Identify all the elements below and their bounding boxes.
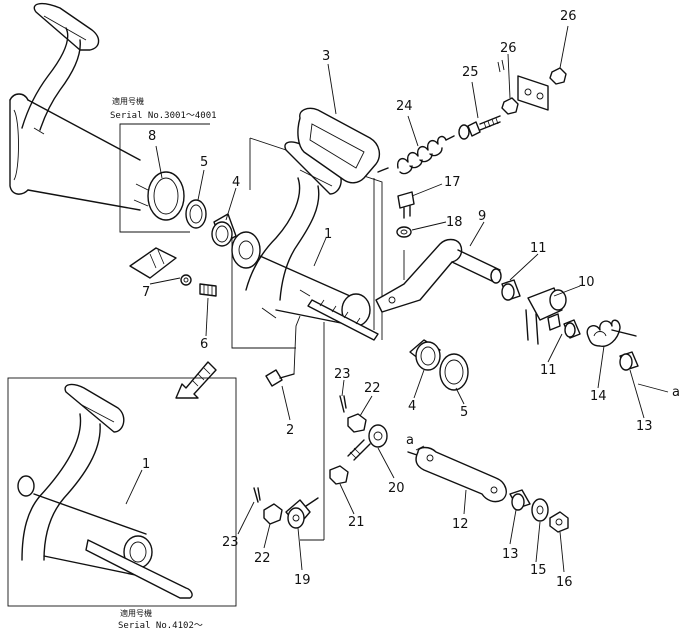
- serial-note-lower: Serial No.4102～: [118, 621, 203, 631]
- part-7-bracket: [129, 247, 192, 286]
- direction-arrow: [175, 361, 217, 399]
- callout-11-lower: 11: [540, 363, 557, 378]
- part-18-washer: [396, 226, 412, 238]
- callout-numbers: 8 5 4 3 24 25 26 26 17 18 9 1 11 10 11 1…: [142, 9, 680, 590]
- callout-16: 16: [556, 575, 573, 590]
- callout-21: 21: [348, 515, 365, 530]
- serial-note-upper: Serial No.3001～4001: [110, 111, 217, 121]
- callout-25: 25: [462, 65, 479, 80]
- link-marker-a-mid: a: [406, 433, 414, 448]
- part-2-bolt: [265, 315, 301, 387]
- callout-15: 15: [530, 563, 547, 578]
- part-20-rod-end: [347, 424, 388, 461]
- new-pedal-box: [7, 377, 237, 607]
- callout-4-lower: 4: [408, 399, 416, 414]
- callout-19: 19: [294, 573, 311, 588]
- part-15-washer: [531, 498, 549, 522]
- serial-bracket-lower: 適用号機 Serial No.4102～: [118, 608, 203, 631]
- part-13-bushing-lower: [509, 489, 531, 511]
- part-22-nut-lower: [263, 503, 283, 525]
- callout-8: 8: [148, 129, 156, 144]
- part-13-bushing-right: [619, 351, 639, 371]
- part-23-pin-lower: [253, 487, 261, 503]
- part-4-bearing-lower: [409, 339, 441, 371]
- part-23-pin-upper: [339, 395, 347, 413]
- part-5-bushing-upper: [185, 199, 207, 229]
- callout-23-lower: 23: [222, 535, 239, 550]
- callout-9: 9: [478, 209, 486, 224]
- callout-1-main: 1: [324, 227, 332, 242]
- old-pedal-assembly: [9, 2, 141, 211]
- serial-bracket-upper: 適用号機 Serial No.3001～4001: [110, 96, 217, 233]
- part-12-rod: [407, 446, 507, 503]
- part-9-lever: [375, 238, 502, 313]
- callout-11-upper: 11: [530, 241, 547, 256]
- callout-13-lower: 13: [502, 547, 519, 562]
- callout-17: 17: [444, 175, 461, 190]
- callout-7: 7: [142, 285, 150, 300]
- callout-12: 12: [452, 517, 469, 532]
- part-26-bracket-plate: [497, 59, 567, 115]
- part-16-nut: [549, 511, 569, 533]
- callout-23-upper: 23: [334, 367, 351, 382]
- leader-lines: [300, 178, 375, 541]
- callout-leaders: [125, 25, 669, 573]
- serial-note-upper-jp: 適用号機: [112, 96, 144, 106]
- callout-22-upper: 22: [364, 381, 381, 396]
- part-11-bushing-lower: [563, 319, 581, 339]
- callout-20: 20: [388, 481, 405, 496]
- part-17-bolt: [397, 191, 415, 219]
- part-10-lever-clamp: [525, 287, 567, 345]
- callout-5-upper: 5: [200, 155, 208, 170]
- callout-6: 6: [200, 337, 208, 352]
- callout-18: 18: [446, 215, 463, 230]
- part-19-rod-end: [285, 497, 319, 529]
- callout-10: 10: [578, 275, 595, 290]
- part-14-spring: [586, 319, 637, 347]
- callout-26-right: 26: [560, 9, 577, 24]
- callout-1-new: 1: [142, 457, 150, 472]
- part-22-nut-upper: [347, 413, 367, 433]
- part-24-spring: [377, 135, 455, 175]
- part-1-pedal-new: [17, 383, 193, 599]
- callout-2: 2: [286, 423, 294, 438]
- callout-26-left: 26: [500, 41, 517, 56]
- callout-13-right: 13: [636, 419, 653, 434]
- callout-22-lower: 22: [254, 551, 271, 566]
- part-4-bearing-upper: [211, 213, 237, 247]
- serial-note-lower-jp: 適用号機: [120, 608, 152, 618]
- part-6-stud: [199, 283, 217, 297]
- part-3-pedal-pad: [297, 107, 381, 184]
- callout-3: 3: [322, 49, 330, 64]
- part-21-nut: [329, 465, 349, 485]
- callout-14: 14: [590, 389, 607, 404]
- link-marker-a-right: a: [672, 385, 680, 400]
- part-5-bushing-lower: [439, 353, 469, 391]
- part-25-bolt: [458, 115, 501, 140]
- part-1-pedal-main: [231, 141, 379, 341]
- part-8-collar: [133, 171, 185, 221]
- callout-5-lower: 5: [460, 405, 468, 420]
- part-11-bushing-upper: [501, 279, 521, 301]
- callout-4-upper: 4: [232, 175, 240, 190]
- callout-24: 24: [396, 99, 413, 114]
